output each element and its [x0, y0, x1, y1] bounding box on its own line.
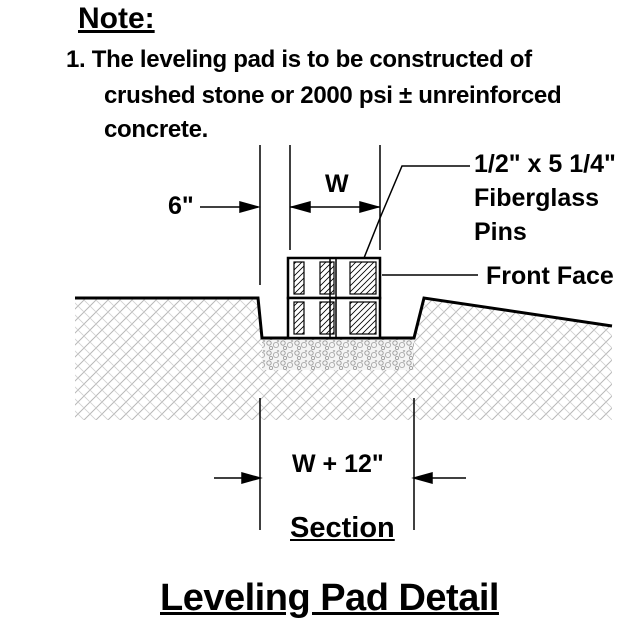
pins-label-1: 1/2" x 5 1/4": [474, 150, 616, 178]
section-label: Section: [290, 512, 395, 544]
setback-label: 6": [168, 192, 194, 220]
note-line-3: concrete.: [104, 116, 209, 143]
width-label: W: [325, 170, 349, 198]
top-dimension-lines: [200, 145, 478, 285]
pins-label-3: Pins: [474, 218, 527, 246]
detail-title: Leveling Pad Detail: [160, 577, 499, 619]
leveling-pad: [262, 338, 414, 370]
note-line-2: crushed stone or 2000 psi ± unreinforced: [104, 82, 562, 109]
bottom-dimension-lines: [214, 398, 466, 530]
front-face-label: Front Face: [486, 262, 614, 290]
pins-label-2: Fiberglass: [474, 184, 600, 212]
retaining-wall-blocks: [286, 256, 382, 340]
pad-width-label: W + 12": [292, 450, 384, 478]
note-line-1: 1. The leveling pad is to be constructed…: [66, 46, 532, 73]
note-title: Note:: [78, 2, 155, 35]
